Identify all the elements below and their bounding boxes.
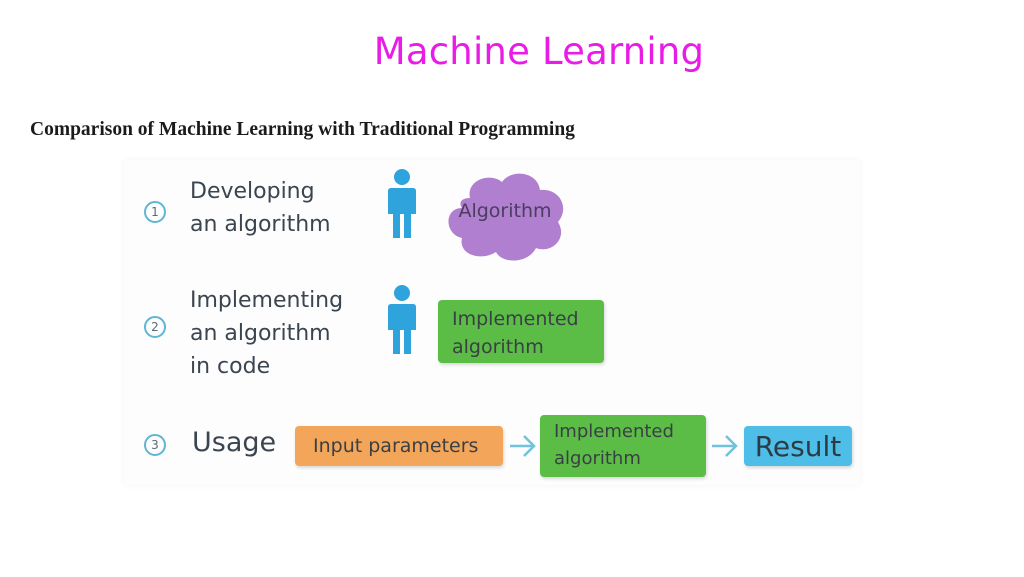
step-2-label: Implementing an algorithm in code — [190, 288, 344, 379]
algorithm-cloud-label: Algorithm — [458, 200, 552, 222]
step-1-label: Developing an algorithm — [190, 179, 331, 237]
page-subtitle: Comparison of Machine Learning with Trad… — [30, 119, 575, 140]
implemented-algorithm-box: Implemented algorithm — [438, 300, 604, 363]
step-3-number: 3 — [144, 434, 166, 456]
step-2-number: 2 — [144, 316, 166, 338]
implemented-algorithm-box-2: Implemented algorithm — [540, 415, 706, 477]
person-icon — [388, 169, 416, 238]
step-1-number: 1 — [144, 201, 166, 223]
input-parameters-box: Input parameters — [295, 426, 503, 466]
page-title: Machine Learning — [373, 30, 705, 73]
diagram-panel: 1 Developing an algorithm Algorithm 2 Im… — [124, 160, 860, 485]
arrow-right-icon — [712, 435, 738, 457]
person-icon — [388, 285, 416, 354]
step-3-label: Usage — [192, 427, 277, 458]
arrow-right-icon — [510, 435, 536, 457]
algorithm-cloud — [448, 173, 564, 261]
result-box: Result — [744, 426, 852, 466]
